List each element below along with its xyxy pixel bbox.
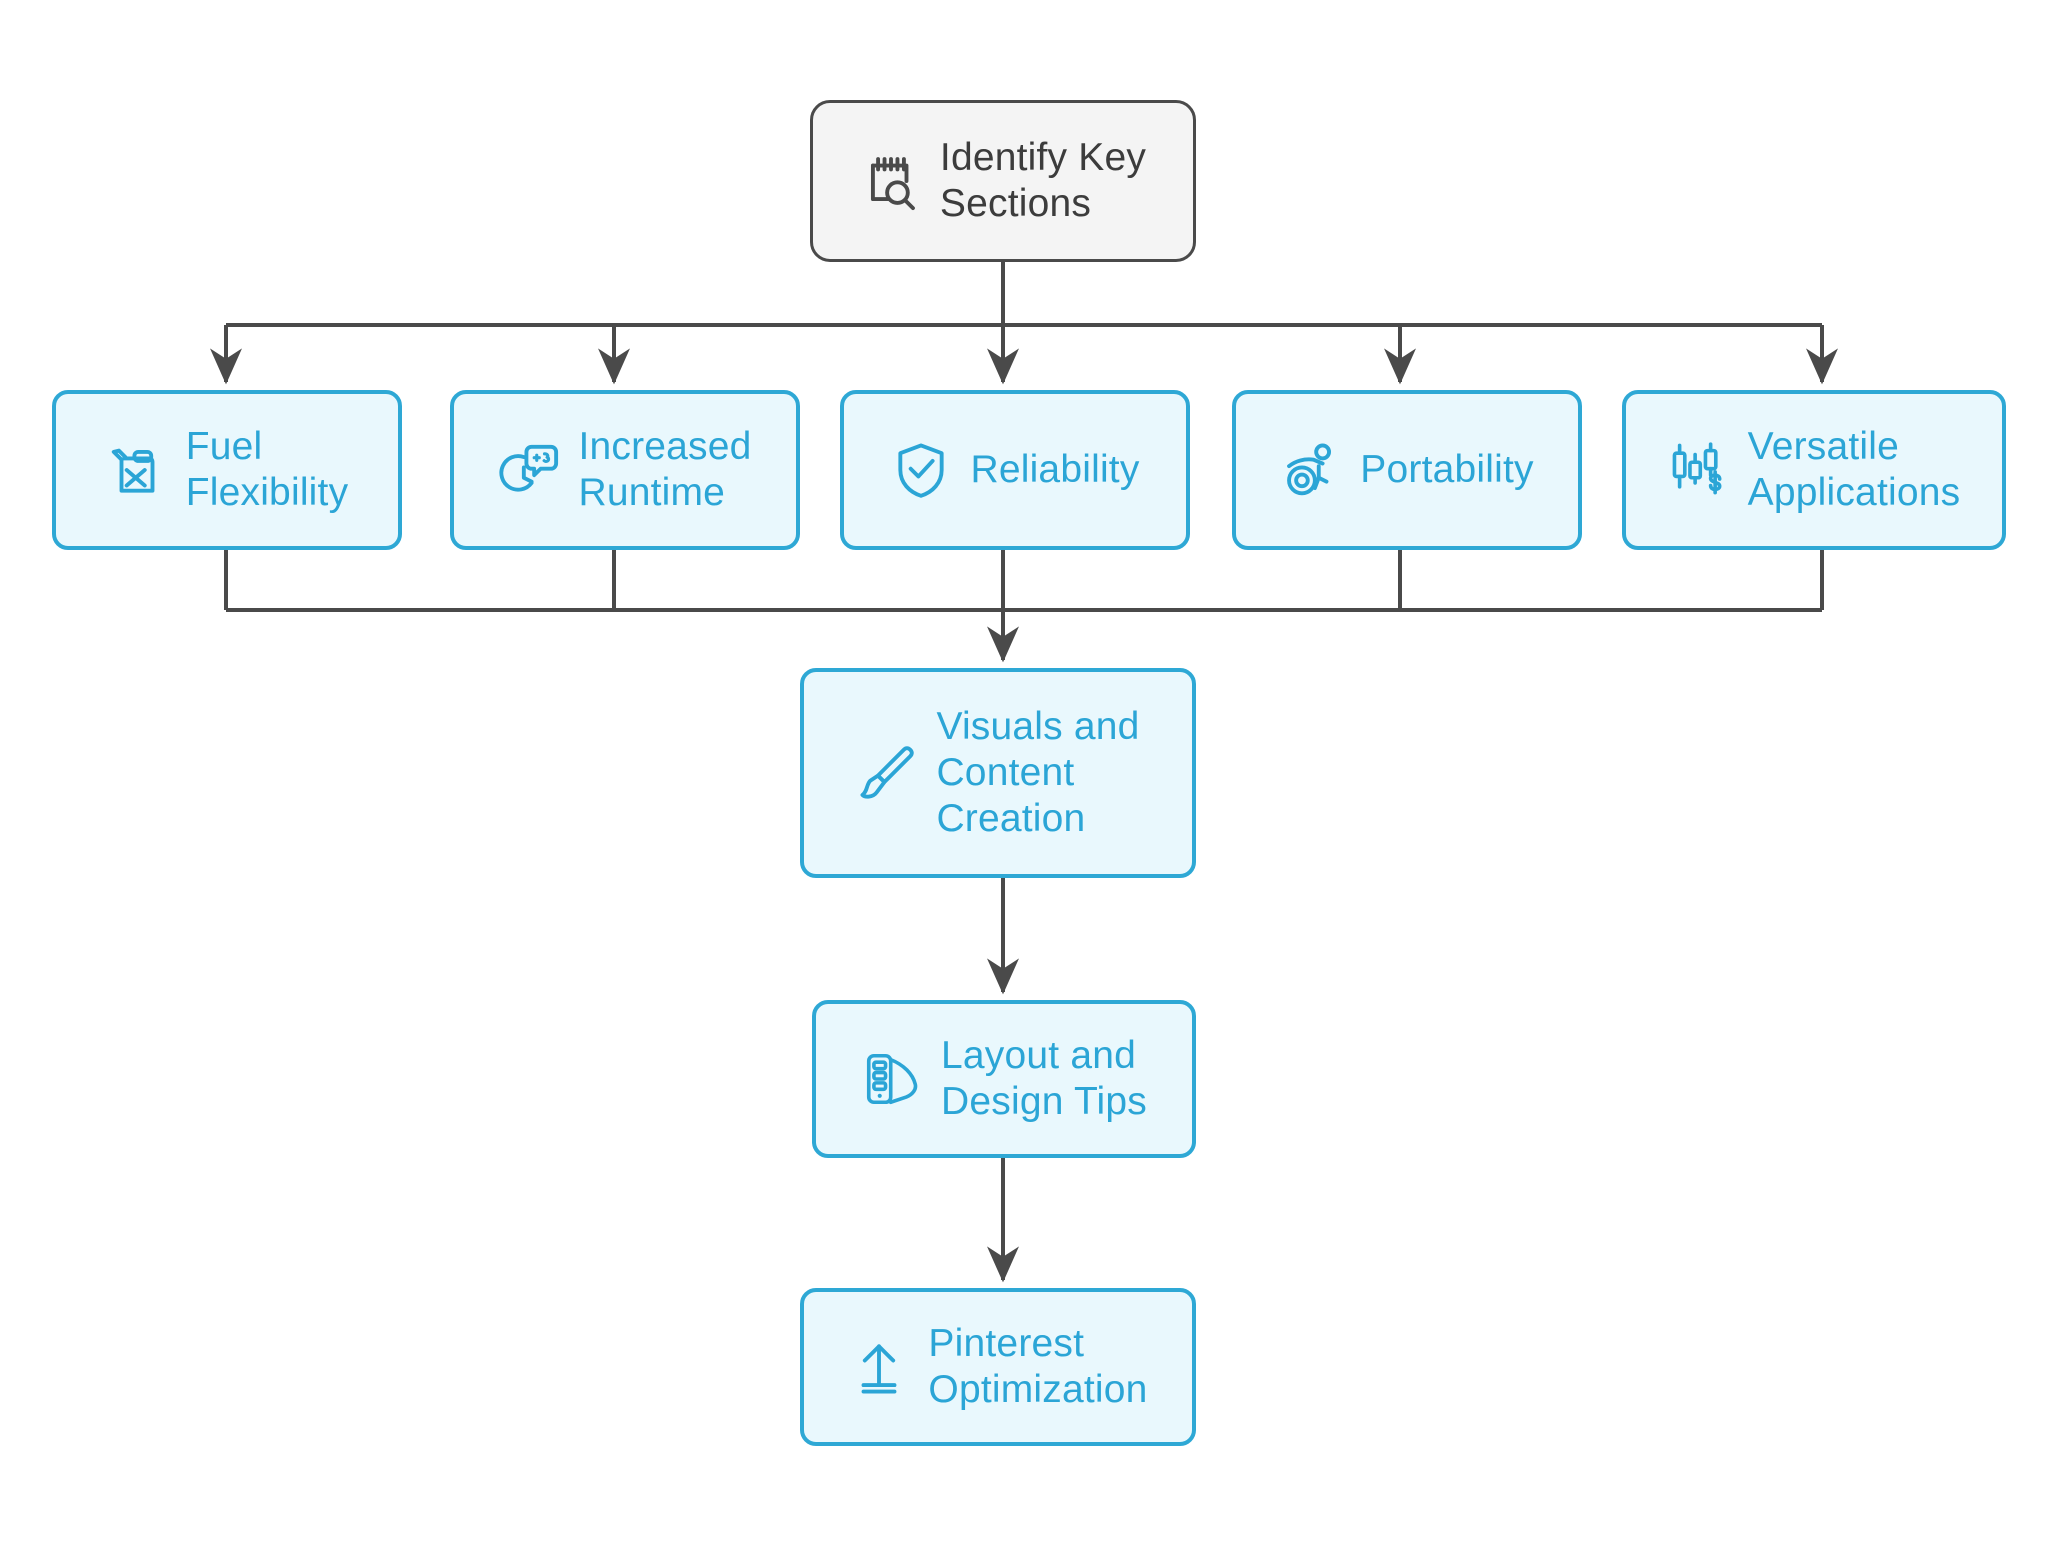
notepad-search-icon xyxy=(860,150,922,212)
node-portability[interactable]: Portability xyxy=(1232,390,1582,550)
node-versatile-applications[interactable]: Versatile Applications xyxy=(1622,390,2006,550)
fuel-can-icon xyxy=(106,439,168,501)
node-label: Layout and Design Tips xyxy=(941,1033,1147,1123)
node-label: Fuel Flexibility xyxy=(185,424,349,514)
node-label: Reliability xyxy=(970,447,1140,491)
node-label: Identify Key Sections xyxy=(939,135,1147,225)
node-increased-runtime[interactable]: Increased Runtime xyxy=(450,390,800,550)
node-label: Pinterest Optimization xyxy=(928,1321,1148,1411)
wheelchair-mobility-icon xyxy=(1280,439,1342,501)
node-fuel-flexibility[interactable]: Fuel Flexibility xyxy=(52,390,402,550)
node-label: Versatile Applications xyxy=(1747,424,1961,514)
node-identify-key-sections[interactable]: Identify Key Sections xyxy=(810,100,1196,262)
node-label: Increased Runtime xyxy=(578,424,752,514)
candlestick-dollar-icon xyxy=(1668,439,1730,501)
edge-root-to-bus xyxy=(226,262,1822,327)
edge-merge-bus xyxy=(224,550,1824,612)
node-label: Portability xyxy=(1360,447,1534,491)
color-swatch-fan-icon xyxy=(861,1048,923,1110)
node-pinterest-optimization[interactable]: Pinterest Optimization xyxy=(800,1288,1196,1446)
arrow-up-baseline-icon xyxy=(848,1336,910,1398)
node-label: Visuals and Content Creation xyxy=(936,704,1140,840)
node-visuals-and-content-creation[interactable]: Visuals and Content Creation xyxy=(800,668,1196,878)
clock-plus-three-icon xyxy=(498,439,560,501)
node-layout-and-design-tips[interactable]: Layout and Design Tips xyxy=(812,1000,1196,1158)
shield-check-icon xyxy=(890,439,952,501)
node-reliability[interactable]: Reliability xyxy=(840,390,1190,550)
paintbrush-icon xyxy=(856,742,918,804)
